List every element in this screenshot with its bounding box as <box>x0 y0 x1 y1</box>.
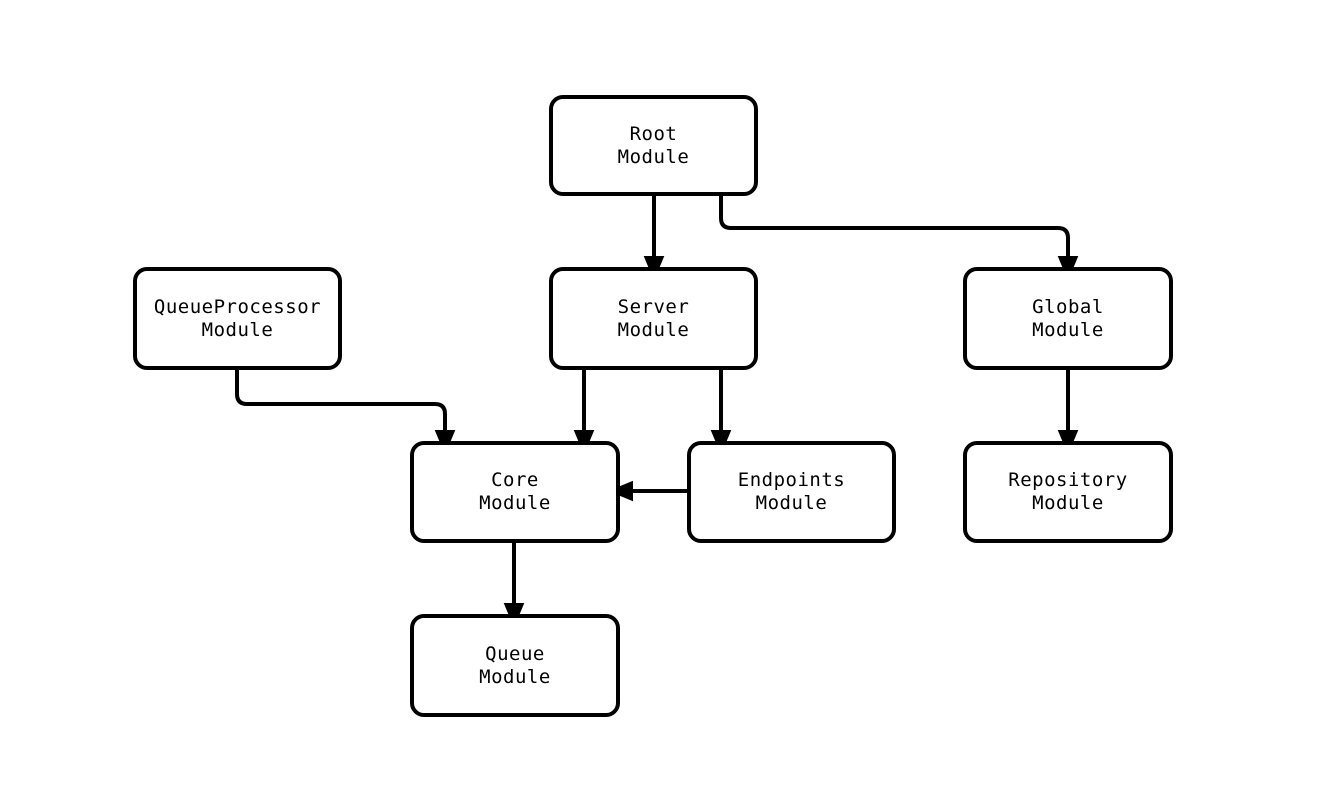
node-label-primary: Global <box>1032 295 1104 318</box>
node-label-primary: QueueProcessor <box>153 295 322 318</box>
node-label-secondary: Module <box>617 145 690 168</box>
node-label-primary: Queue <box>485 642 545 665</box>
node-label-primary: Endpoints <box>737 469 846 491</box>
node-label-secondary: Module <box>617 318 690 341</box>
node-label-secondary: Module <box>201 318 274 341</box>
node-label-secondary: Module <box>1032 492 1104 514</box>
node-label-secondary: Module <box>755 492 828 514</box>
node-label-secondary: Module <box>479 492 551 514</box>
node-label-secondary: Module <box>1032 318 1104 341</box>
node-label-primary: Server <box>617 295 690 318</box>
edge-root-to-global <box>719 196 1079 281</box>
node-label-primary: Core <box>491 469 539 491</box>
node-label-secondary: Module <box>479 665 551 688</box>
node-label-primary: Root <box>629 122 678 145</box>
edge-queueprocessor-to-core <box>235 370 456 455</box>
node-label-primary: Repository <box>1008 469 1128 491</box>
